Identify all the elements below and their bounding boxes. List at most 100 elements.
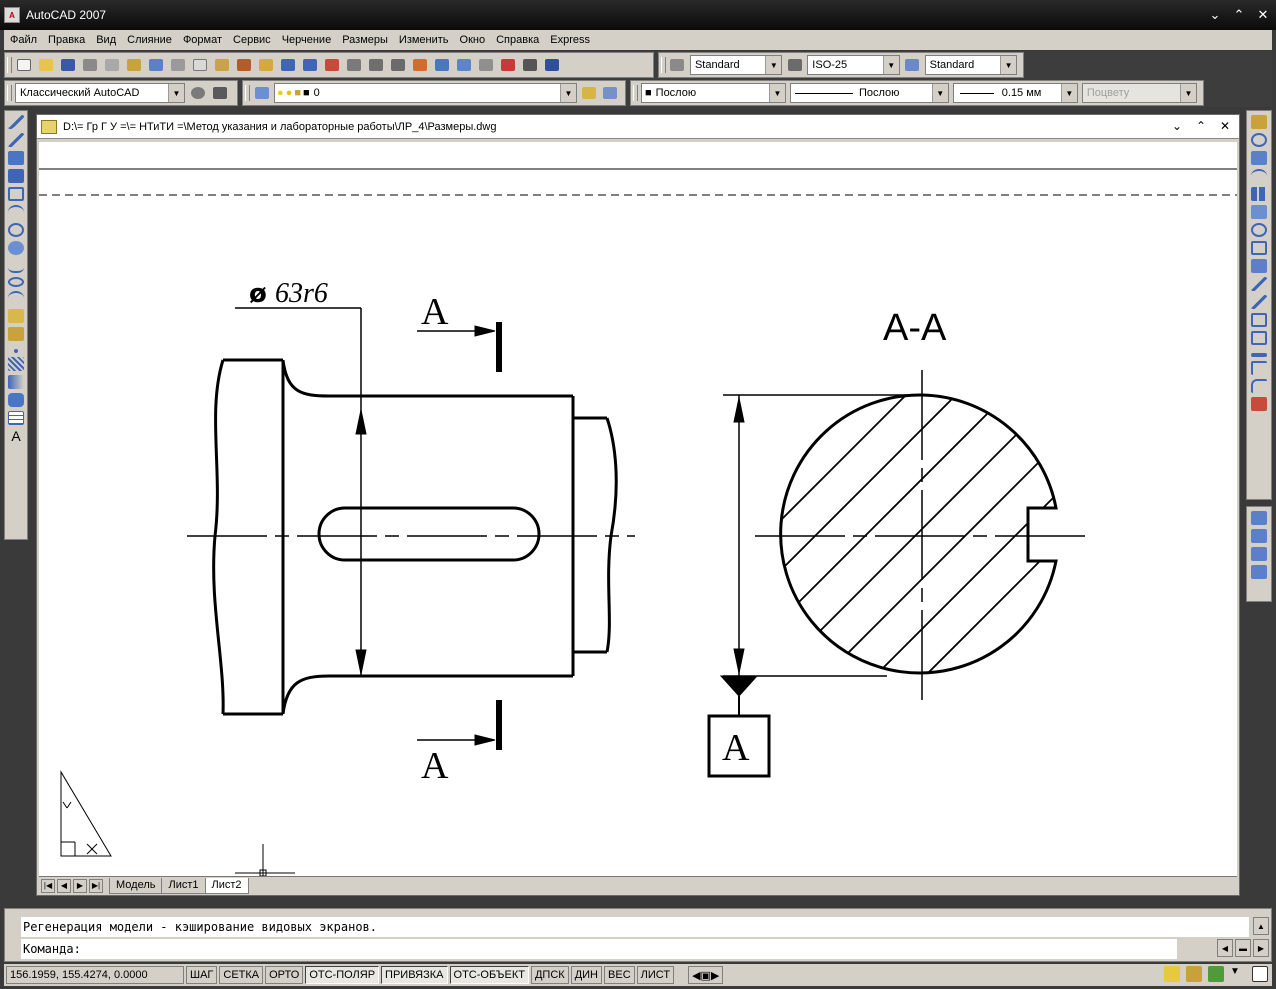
text-style-select[interactable]: Standard ▼	[689, 55, 783, 75]
line-icon[interactable]	[8, 115, 24, 129]
doc-minimize-button[interactable]: ⌄	[1171, 119, 1183, 133]
restore-button[interactable]: ⌃	[1233, 7, 1245, 22]
ellipse-arc-icon[interactable]	[8, 291, 24, 305]
chevron-down-icon[interactable]: ▼	[768, 84, 785, 102]
chevron-down-icon[interactable]: ▼	[1060, 84, 1077, 102]
otrack-toggle[interactable]: ОТС-ОБЪЕКТ	[449, 966, 529, 984]
redo-icon[interactable]	[301, 56, 319, 74]
tab-layout2[interactable]: Лист2	[204, 877, 249, 894]
chevron-down-icon[interactable]: ▼	[765, 56, 782, 74]
menu-window[interactable]: Окно	[459, 34, 486, 46]
layer-previous-icon[interactable]	[602, 84, 619, 102]
menu-tools[interactable]: Сервис	[233, 34, 271, 46]
annotation-icon[interactable]	[1208, 966, 1224, 982]
construction-line-icon[interactable]	[8, 133, 24, 147]
plot-icon[interactable]	[81, 56, 99, 74]
extend-icon[interactable]	[1251, 295, 1267, 309]
next-tab-icon[interactable]: ▶	[73, 878, 87, 893]
ducs-toggle[interactable]: ДПСК	[530, 966, 569, 984]
last-tab-icon[interactable]: ▶|	[89, 878, 103, 893]
publish-icon[interactable]	[125, 56, 143, 74]
paper-toggle[interactable]: ЛИСТ	[636, 966, 675, 984]
revision-cloud-icon[interactable]	[8, 241, 24, 255]
multiline-text-icon[interactable]: A	[11, 428, 21, 444]
gradient-icon[interactable]	[8, 375, 24, 389]
chamfer-icon[interactable]	[1251, 361, 1267, 375]
chevron-down-icon[interactable]: ▼	[931, 84, 948, 102]
trim-icon[interactable]	[1251, 277, 1267, 291]
markup-icon[interactable]	[499, 56, 517, 74]
copy-icon[interactable]	[191, 56, 209, 74]
scroll-left-icon[interactable]: ◀	[1217, 939, 1233, 957]
chevron-down-icon[interactable]: ▼	[882, 56, 899, 74]
table-icon[interactable]	[8, 411, 24, 425]
doc-close-button[interactable]: ✕	[1219, 119, 1231, 133]
menu-file[interactable]: Файл	[10, 34, 38, 46]
polygon-icon[interactable]	[8, 169, 24, 183]
chevron-down-icon[interactable]: ▼	[168, 84, 184, 102]
menu-view[interactable]: Вид	[96, 34, 117, 46]
copy-object-icon[interactable]	[1251, 133, 1267, 147]
hatch-icon[interactable]	[8, 357, 24, 371]
scroll-right-icon[interactable]: ▶	[1253, 939, 1269, 957]
bring-to-front-icon[interactable]	[1251, 511, 1267, 525]
3d-dwf-icon[interactable]	[147, 56, 165, 74]
drawing-file-icon[interactable]	[41, 119, 57, 134]
break-icon[interactable]	[1251, 331, 1267, 345]
pan-icon[interactable]	[323, 56, 341, 74]
rotate-icon[interactable]	[1251, 223, 1267, 237]
table-style-select[interactable]: Standard ▼	[924, 55, 1018, 75]
array-icon[interactable]	[1251, 187, 1267, 201]
clean-screen-icon[interactable]	[1252, 966, 1268, 982]
block-editor-icon[interactable]	[257, 56, 275, 74]
properties-icon[interactable]	[411, 56, 429, 74]
lock-icon[interactable]	[1186, 966, 1202, 982]
snap-toggle[interactable]: ШАГ	[186, 966, 218, 984]
tab-layout1[interactable]: Лист1	[161, 877, 206, 894]
stretch-icon[interactable]	[1251, 259, 1267, 273]
erase-icon[interactable]	[1251, 115, 1267, 129]
scale-icon[interactable]	[1251, 241, 1267, 255]
polar-toggle[interactable]: ОТС-ПОЛЯР	[305, 966, 380, 984]
menu-edit[interactable]: Правка	[48, 34, 86, 46]
dim-style-select[interactable]: ISO-25 ▼	[807, 55, 900, 75]
open-icon[interactable]	[37, 56, 55, 74]
paste-icon[interactable]	[213, 56, 231, 74]
chevron-down-icon[interactable]: ▼	[559, 84, 576, 102]
match-properties-icon[interactable]	[235, 56, 253, 74]
send-under-icon[interactable]	[1251, 565, 1267, 579]
first-tab-icon[interactable]: |◀	[41, 878, 55, 893]
menu-merge[interactable]: Слияние	[127, 34, 172, 46]
linetype-select[interactable]: Послою ▼	[789, 83, 949, 103]
zoom-window-icon[interactable]	[367, 56, 385, 74]
workspace-select[interactable]: Классический AutoCAD ▼	[15, 83, 185, 103]
zoom-previous-icon[interactable]	[389, 56, 407, 74]
sheet-set-icon[interactable]	[477, 56, 495, 74]
chevron-down-icon[interactable]: ▼	[1000, 56, 1017, 74]
undo-icon[interactable]	[279, 56, 297, 74]
help-icon[interactable]	[543, 56, 561, 74]
autocad-app-icon[interactable]: A	[4, 7, 20, 23]
make-object-layer-current-icon[interactable]	[581, 84, 598, 102]
polyline-icon[interactable]	[8, 151, 24, 165]
prev-tab-icon[interactable]: ◀	[57, 878, 71, 893]
ortho-toggle[interactable]: ОРТО	[265, 966, 304, 984]
offset-icon[interactable]	[1251, 169, 1267, 183]
lineweight-select[interactable]: 0.15 мм ▼	[952, 83, 1078, 103]
communication-center-icon[interactable]	[1164, 966, 1180, 982]
design-center-icon[interactable]	[433, 56, 451, 74]
cut-icon[interactable]	[169, 56, 187, 74]
table-style-icon[interactable]	[904, 56, 921, 74]
new-icon[interactable]	[15, 56, 33, 74]
menu-modify[interactable]: Изменить	[398, 34, 449, 46]
break-at-point-icon[interactable]	[1251, 313, 1267, 327]
status-menu-icon[interactable]: ▼	[1230, 966, 1240, 977]
make-block-icon[interactable]	[8, 327, 24, 341]
osnap-toggle[interactable]: ПРИВЯЗКА	[381, 966, 448, 984]
command-input[interactable]: Команда:	[21, 939, 1177, 959]
grid-toggle[interactable]: СЕТКА	[219, 966, 264, 984]
drawing-canvas[interactable]: ø 63r6 A A A-A	[39, 142, 1237, 876]
scroll-thumb[interactable]: ▬	[1235, 939, 1251, 957]
bring-above-icon[interactable]	[1251, 547, 1267, 561]
workspace-home-icon[interactable]	[211, 84, 229, 102]
